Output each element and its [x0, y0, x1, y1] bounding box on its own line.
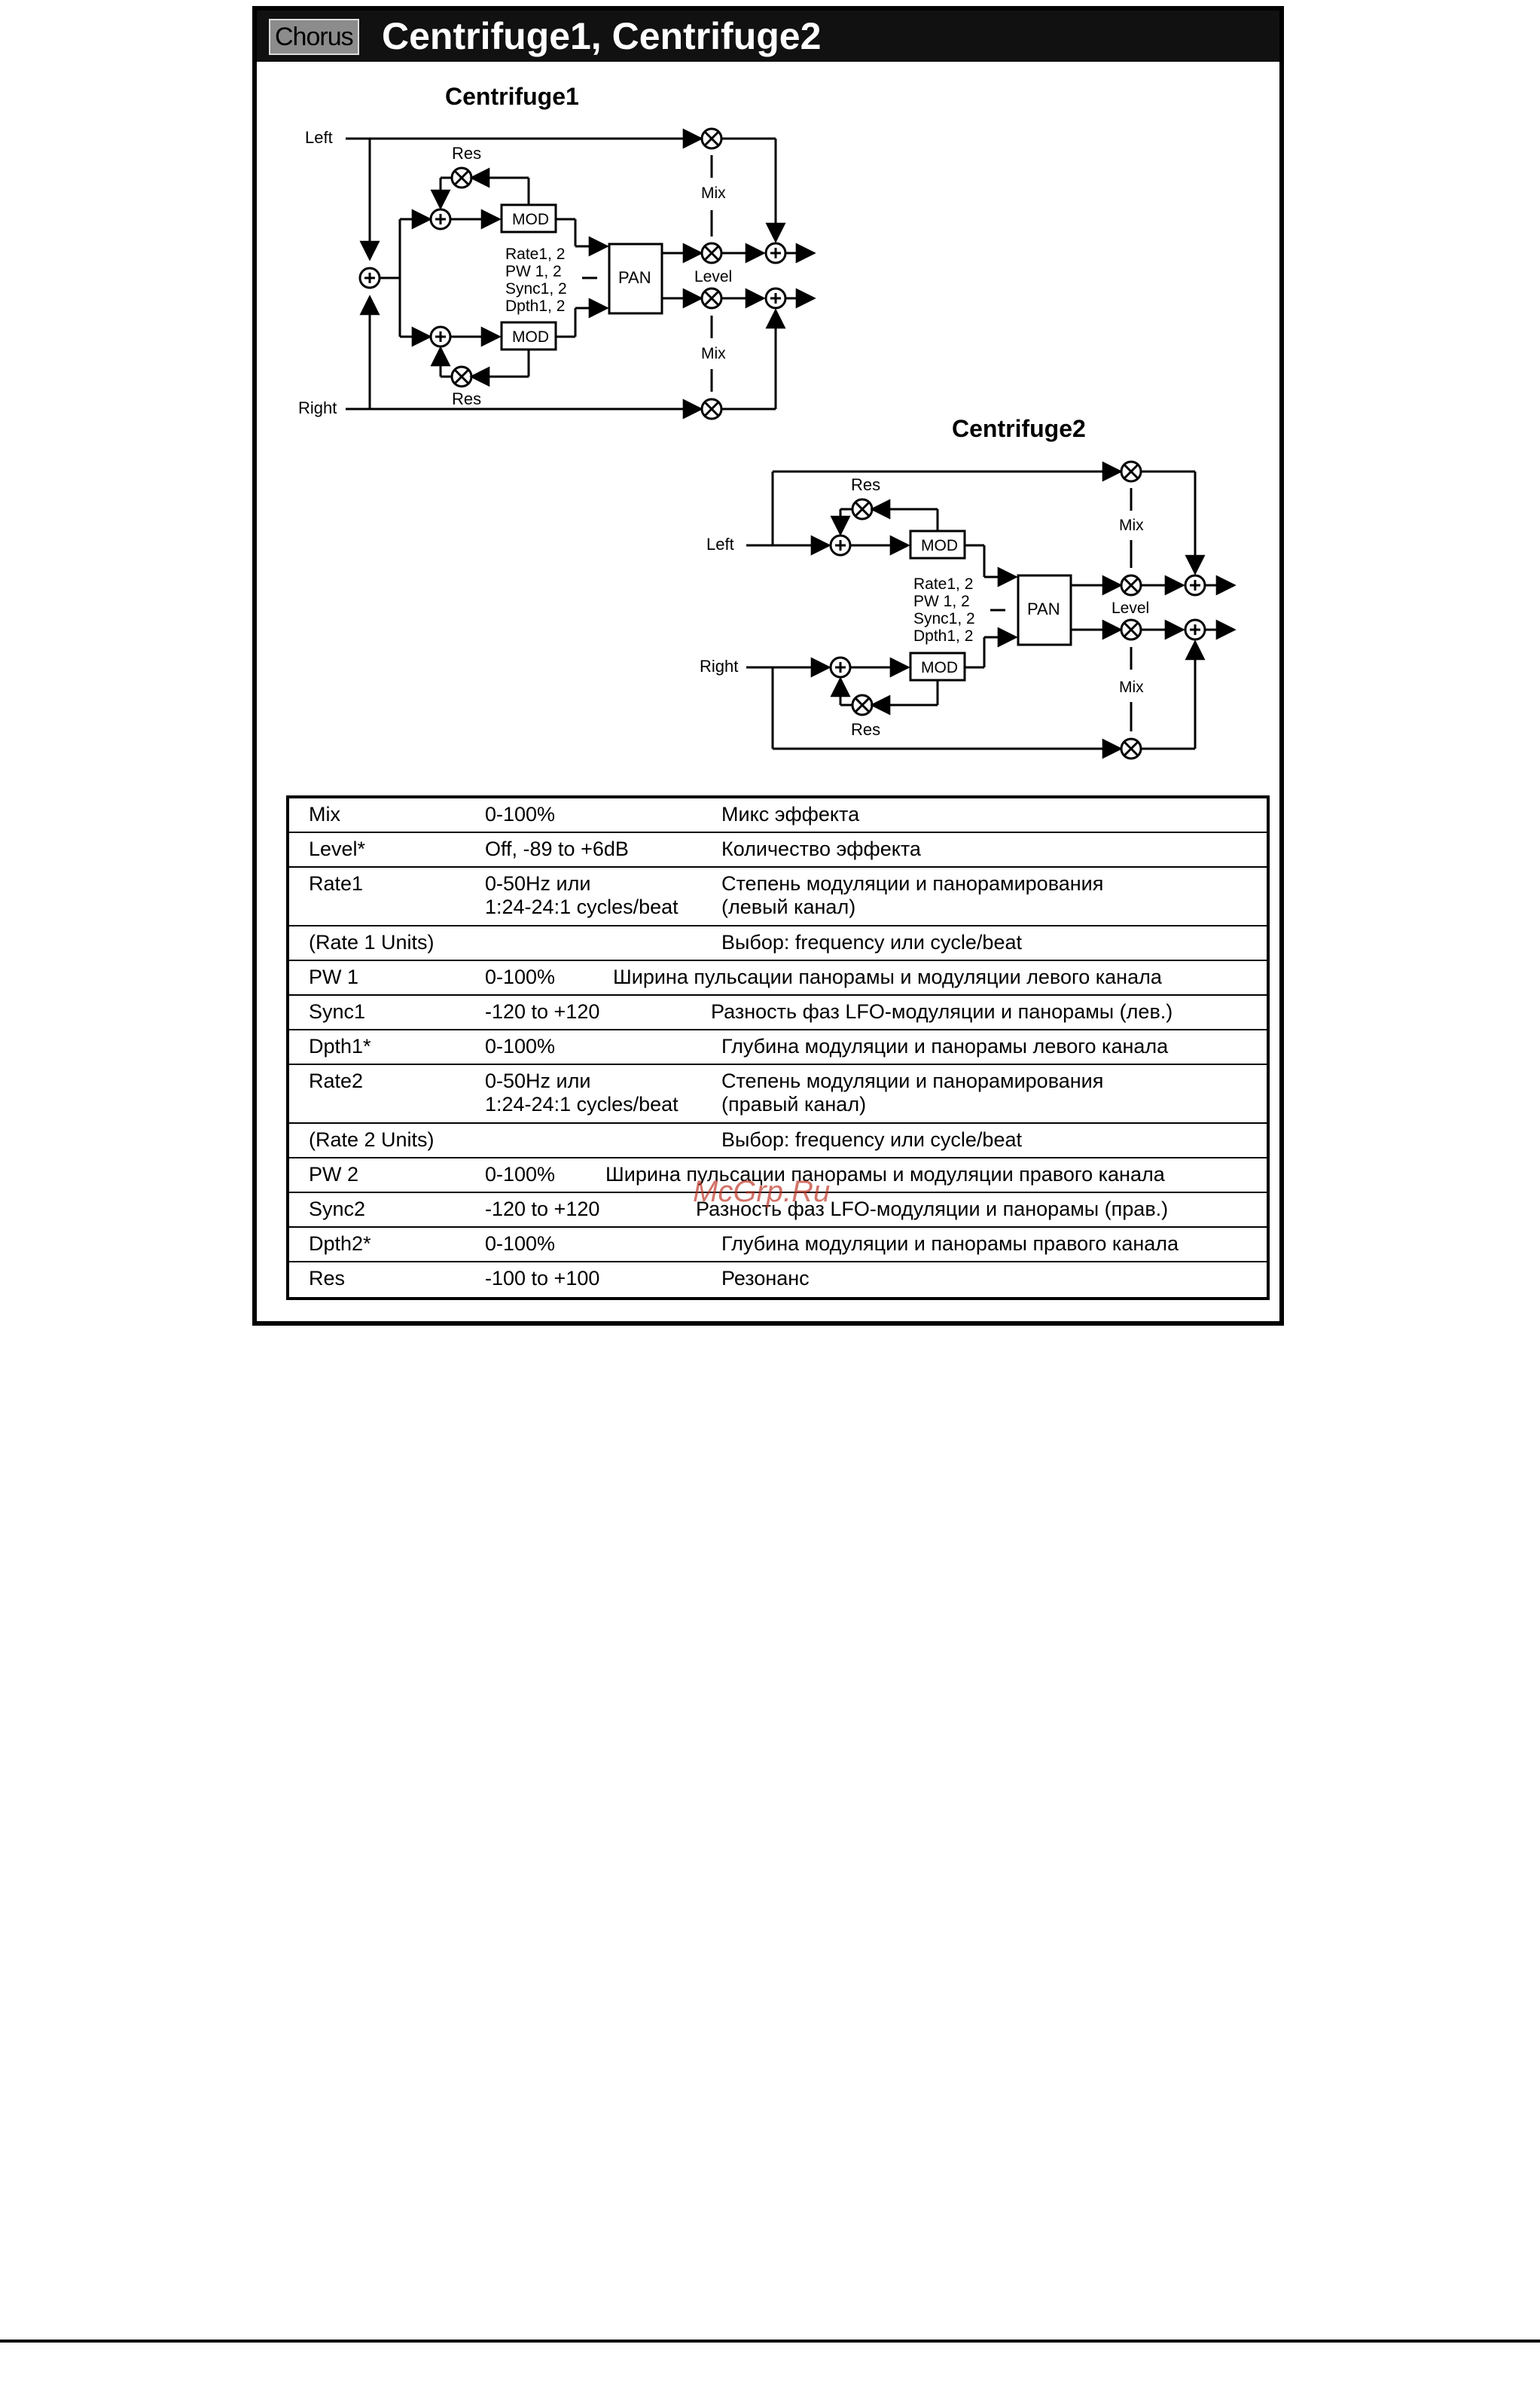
centrifuge2-heading: Centrifuge2 [952, 415, 1086, 442]
c1-mod-top-label: MOD [512, 211, 549, 228]
c2-right-label: Right [700, 657, 738, 676]
parameter-table: Mix 0-100% Микс эффекта Level* Off, -89 … [286, 795, 1270, 1300]
param-row-rate1-units: (Rate 1 Units) Выбор: frequency или cycl… [289, 926, 1267, 961]
c1-param-1: Rate1, 2 [505, 246, 565, 263]
param-range: 0-100% [485, 803, 556, 826]
param-desc: Выбор: frequency или cycle/beat [721, 931, 1022, 954]
c2-param-1: Rate1, 2 [913, 575, 973, 593]
param-desc: Ширина пульсации панорамы и модуляции пр… [605, 1163, 1165, 1186]
param-row-rate2-units: (Rate 2 Units) Выбор: frequency или cycl… [289, 1124, 1267, 1158]
panel-title: Centrifuge1, Centrifuge2 [382, 15, 822, 57]
c2-res-top-label: Res [851, 475, 880, 494]
param-desc: Глубина модуляции и панорамы правого кан… [721, 1232, 1179, 1255]
param-desc: Степень модуляции и панорамирования (пра… [721, 1070, 1104, 1116]
c1-pan-label: PAN [618, 268, 651, 287]
param-name: Level* [309, 838, 366, 860]
param-row-mix: Mix 0-100% Микс эффекта [289, 798, 1267, 833]
signal-flow-diagrams: Centrifuge1 Left Right [298, 83, 1237, 760]
c1-pan-box [608, 243, 663, 315]
param-name: (Rate 2 Units) [309, 1128, 435, 1151]
param-range: 0-100% [485, 1232, 556, 1255]
param-row-sync1: Sync1 -120 to +120 Разность фаз LFO-моду… [289, 996, 1267, 1030]
c2-param-4: Dpth1, 2 [913, 627, 973, 645]
param-name: PW 1 [309, 966, 359, 988]
c2-param-2: PW 1, 2 [913, 593, 970, 610]
param-name: Sync2 [309, 1198, 366, 1220]
param-name: (Rate 1 Units) [309, 931, 435, 954]
param-row-dpth1: Dpth1* 0-100% Глубина модуляции и панора… [289, 1030, 1267, 1065]
c2-mod-top-label: MOD [921, 537, 958, 554]
c2-level-label: Level [1112, 600, 1149, 617]
param-range: -120 to +120 [485, 1198, 600, 1220]
param-name: Dpth1* [309, 1035, 371, 1058]
c2-mod-bottom-label: MOD [921, 659, 958, 676]
param-row-dpth2: Dpth2* 0-100% Глубина модуляции и панора… [289, 1228, 1267, 1262]
param-range: Off, -89 to +6dB [485, 838, 629, 860]
c1-param-4: Dpth1, 2 [505, 298, 565, 315]
param-row-rate2: Rate2 0-50Hz или 1:24-24:1 cycles/beat С… [289, 1065, 1267, 1124]
centrifuge1-heading: Centrifuge1 [445, 83, 579, 110]
c1-left-label: Left [305, 128, 333, 147]
c2-mix-top-label: Mix [1119, 517, 1144, 534]
param-row-rate1: Rate1 0-50Hz или 1:24-24:1 cycles/beat С… [289, 868, 1267, 926]
param-name: Mix [309, 803, 340, 826]
centrifuge1-diagram: Centrifuge1 Left Right [298, 83, 816, 420]
watermark: McGrp.Ru [693, 1175, 831, 1208]
footer-rule [0, 2340, 1540, 2343]
param-desc: Количество эффекта [721, 838, 921, 860]
c1-level-label: Level [694, 268, 732, 285]
c1-mix-top-label: Mix [701, 185, 726, 202]
param-desc: Степень модуляции и панорамирования (лев… [721, 872, 1104, 918]
c1-param-3: Sync1, 2 [505, 280, 567, 298]
param-desc: Микс эффекта [721, 803, 860, 826]
param-range: -120 to +120 [485, 1000, 600, 1023]
param-name: PW 2 [309, 1163, 359, 1186]
param-desc: Разность фаз LFO-модуляции и панорамы (п… [696, 1198, 1169, 1220]
param-row-res: Res -100 to +100 Резонанс [289, 1262, 1267, 1297]
param-desc: Разность фаз LFO-модуляции и панорамы (л… [711, 1000, 1173, 1023]
c2-param-3: Sync1, 2 [913, 610, 975, 627]
param-row-level: Level* Off, -89 to +6dB Количество эффек… [289, 833, 1267, 868]
centrifuge2-diagram: Centrifuge2 Left Right MOD [700, 415, 1237, 760]
param-name: Sync1 [309, 1000, 366, 1023]
c2-pan-box [1017, 574, 1072, 646]
param-desc: Глубина модуляции и панорамы левого кана… [721, 1035, 1169, 1058]
c1-mod-bottom-label: MOD [512, 328, 549, 346]
c1-param-2: PW 1, 2 [505, 263, 562, 280]
category-tag: Chorus [269, 19, 359, 55]
c1-mix-bottom-label: Mix [701, 345, 726, 362]
param-desc: Ширина пульсации панорамы и модуляции ле… [613, 966, 1162, 988]
c2-mix-bottom-label: Mix [1119, 679, 1144, 696]
param-range: 0-100% [485, 1163, 556, 1186]
param-name: Dpth2* [309, 1232, 371, 1255]
panel-header: Chorus Centrifuge1, Centrifuge2 [257, 11, 1279, 62]
param-range: 0-50Hz или 1:24-24:1 cycles/beat [485, 872, 679, 918]
param-range: 0-100% [485, 1035, 556, 1058]
param-name: Res [309, 1267, 346, 1290]
param-range: 0-100% [485, 966, 556, 988]
c2-res-bottom-label: Res [851, 720, 880, 739]
param-row-sync2: Sync2 -120 to +120 Разность фаз LFO-моду… [289, 1193, 1267, 1228]
param-row-pw1: PW 1 0-100% Ширина пульсации панорамы и … [289, 961, 1267, 996]
param-row-pw2: PW 2 0-100% Ширина пульсации панорамы и … [289, 1158, 1267, 1193]
param-name: Rate1 [309, 872, 364, 895]
c1-res-bottom-label: Res [452, 389, 481, 408]
c1-right-label: Right [298, 398, 337, 417]
param-range: 0-50Hz или 1:24-24:1 cycles/beat [485, 1070, 679, 1116]
effect-panel: Chorus Centrifuge1, Centrifuge2 Centrifu… [252, 6, 1284, 1326]
c2-pan-label: PAN [1027, 600, 1060, 618]
param-desc: Выбор: frequency или cycle/beat [721, 1128, 1022, 1151]
c2-left-label: Left [706, 535, 734, 554]
c1-res-top-label: Res [452, 144, 481, 163]
param-name: Rate2 [309, 1070, 364, 1092]
param-desc: Резонанс [721, 1267, 810, 1290]
param-range: -100 to +100 [485, 1267, 600, 1290]
